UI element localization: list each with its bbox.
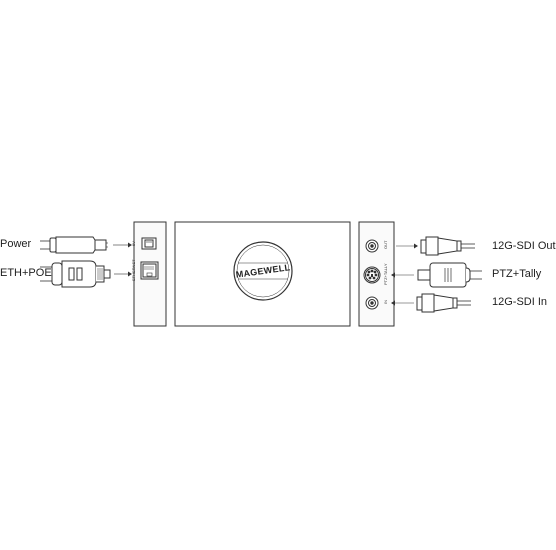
power-arrow xyxy=(113,242,132,248)
power-port xyxy=(141,237,157,250)
power-plug-icon xyxy=(40,236,108,254)
ethernet-plug-icon xyxy=(40,260,111,288)
ptz-tally-label: PTZ+Tally xyxy=(492,268,542,280)
sdi-out-plug-icon xyxy=(420,236,475,256)
sdi-out-label: 12G-SDI Out xyxy=(492,240,556,252)
sdi-in-port xyxy=(365,296,379,310)
eth-poe-label: ETH+POE xyxy=(0,267,52,279)
sdi-out-port xyxy=(365,239,379,253)
ptz-plug-icon xyxy=(417,262,482,288)
magewell-logo: MAGEWELL xyxy=(233,241,293,301)
sdi-out-arrow xyxy=(396,243,418,249)
rear-panel: 5V ETHERNET xyxy=(131,221,167,327)
power-port-label: 5V xyxy=(131,241,136,246)
sdi-out-port-label: OUT xyxy=(383,240,388,249)
sdi-in-arrow xyxy=(391,300,414,306)
ethernet-arrow xyxy=(114,271,132,277)
ptz-arrow xyxy=(391,272,414,278)
ethernet-port xyxy=(140,261,159,280)
sdi-in-plug-icon xyxy=(416,293,471,313)
sdi-in-port-label: IN xyxy=(383,300,388,304)
power-label: Power xyxy=(0,238,32,250)
ptz-port xyxy=(363,266,381,284)
front-panel: OUT PTZ+TALLY IN xyxy=(358,221,395,327)
ethernet-port-label: ETHERNET xyxy=(131,259,136,281)
device-body: MAGEWELL xyxy=(174,221,351,327)
ptz-port-label: PTZ+TALLY xyxy=(383,263,388,285)
sdi-in-label: 12G-SDI In xyxy=(492,296,548,308)
